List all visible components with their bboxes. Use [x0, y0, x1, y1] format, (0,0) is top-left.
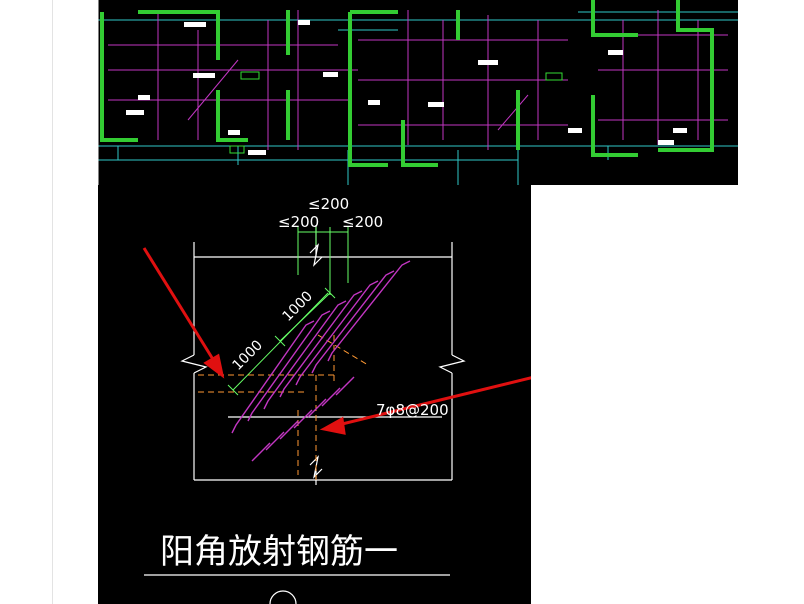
plan-grid-lines — [98, 11, 738, 185]
left-arrow-shaft — [142, 247, 216, 362]
dim-top-overall: ≤200 — [308, 195, 349, 213]
radial-rebar — [231, 320, 315, 434]
dim-diag-upper: 1000 — [280, 288, 317, 325]
dim-diag-lower: 1000 — [230, 337, 267, 374]
radial-rebar — [247, 310, 331, 422]
left-arrow-head — [203, 353, 225, 379]
diagonal-dimension-lines — [227, 287, 336, 396]
rebar-hook — [265, 431, 285, 451]
radial-rebar — [311, 270, 395, 374]
radial-rebar — [295, 280, 379, 386]
plan-labels — [126, 20, 687, 155]
rebar-hook — [251, 442, 271, 462]
wall-outline — [180, 225, 466, 485]
radial-rebar — [327, 260, 411, 362]
plan-walls — [98, 0, 714, 185]
rebar-spec-callout: 7φ8@200 — [376, 401, 449, 419]
page-left-rule — [52, 0, 53, 604]
plan-green-tags — [229, 71, 563, 154]
left-break-mark — [180, 354, 208, 374]
right-arrow-shaft — [337, 376, 531, 427]
dim-top-right: ≤200 — [342, 213, 383, 231]
plan-rebar-lines — [108, 10, 728, 150]
top-dimension-lines — [297, 227, 349, 295]
floor-plan-drawing — [98, 0, 738, 185]
floor-plan-svg — [98, 0, 738, 185]
rebar-hook — [335, 376, 355, 396]
radial-rebar — [263, 300, 347, 410]
annotation-arrows — [142, 247, 531, 435]
drawing-title: 阳角放射钢筋一 — [160, 532, 398, 572]
corner-rebar-detail-drawing: ≤200 ≤200 ≤200 1000 1000 — [98, 185, 531, 604]
rebar-hook — [279, 420, 299, 440]
top-break-mark — [309, 243, 323, 267]
detail-number-circle — [269, 590, 297, 604]
rebar-hook — [307, 398, 327, 418]
right-break-mark — [438, 354, 466, 374]
radial-rebar — [279, 290, 363, 398]
detail-svg: ≤200 ≤200 ≤200 1000 1000 — [142, 195, 531, 604]
radial-rebars — [231, 260, 411, 462]
right-arrow-head — [319, 416, 346, 435]
rebar-hook — [293, 409, 313, 429]
dim-top-left: ≤200 — [278, 213, 319, 231]
rebar-hook — [321, 387, 341, 407]
